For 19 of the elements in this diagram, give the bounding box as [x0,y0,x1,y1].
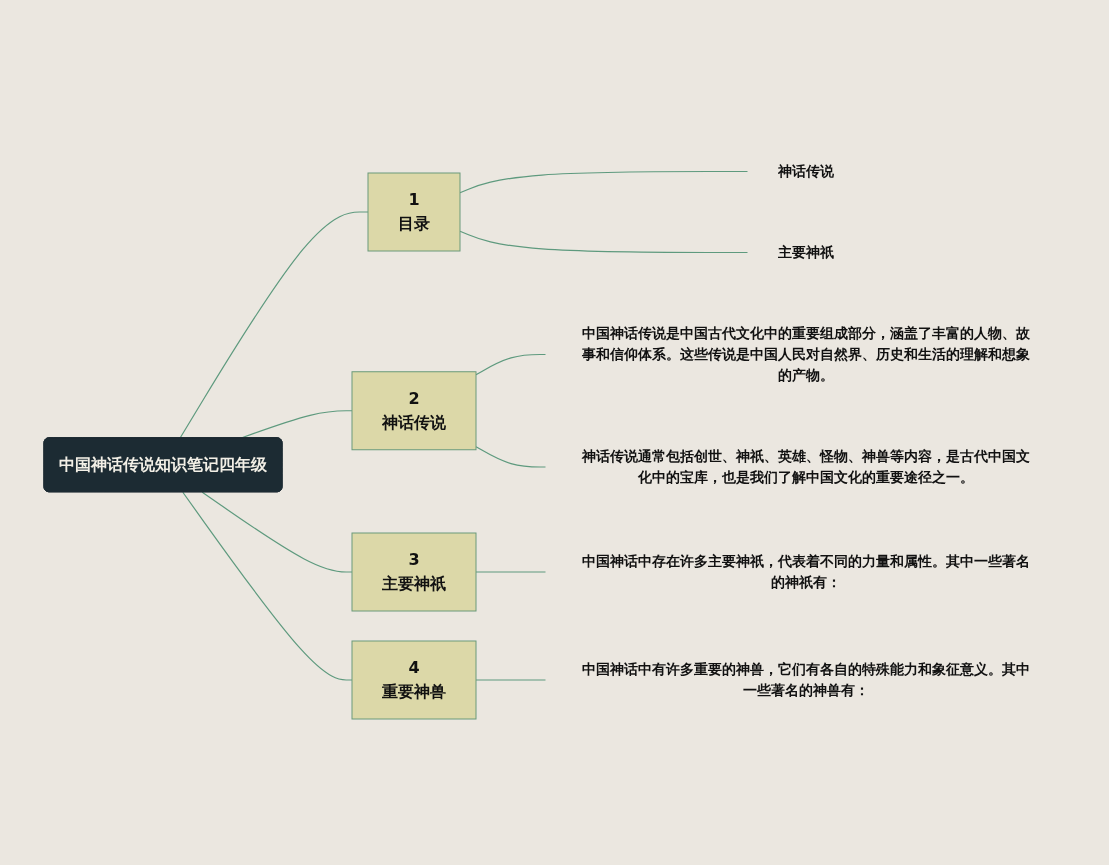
connector [474,679,547,681]
connector [458,230,749,254]
connector [474,353,547,376]
node-text: 中国神话中有许多重要的神兽，它们有各自的特殊能力和象征意义。其中一些著名的神兽有： [581,661,1030,698]
connector [474,571,547,573]
node-box: 2 神话传说 [351,371,476,451]
node-text: 中国神话传说是中国古代文化中的重要组成部分，涵盖了丰富的人物、故事和信仰体系。这些传说是中国人民对自然界、历史和生活的理解和想象的产物。 [581,325,1030,383]
node-text: 主要神祇 [777,244,834,260]
node-box: 4 重要神兽 [351,640,476,720]
node-text: 中国神话中存在许多主要神祇，代表着不同的力量和属性。其中一些著名的神祇有： [581,553,1030,590]
connector [201,491,353,573]
connector [474,446,547,468]
connector [458,170,749,194]
node-text: 神话传说 [777,163,834,179]
connector [178,211,369,439]
connector [181,491,353,681]
node-box: 1 目录 [367,172,460,252]
node-text: 神话传说通常包括创世、神祇、英雄、怪物、神兽等内容，是古代中国文化中的宝库，也是我们了解中国文化的重要途径之一。 [581,448,1030,485]
node-box: 3 主要神祇 [351,532,476,612]
